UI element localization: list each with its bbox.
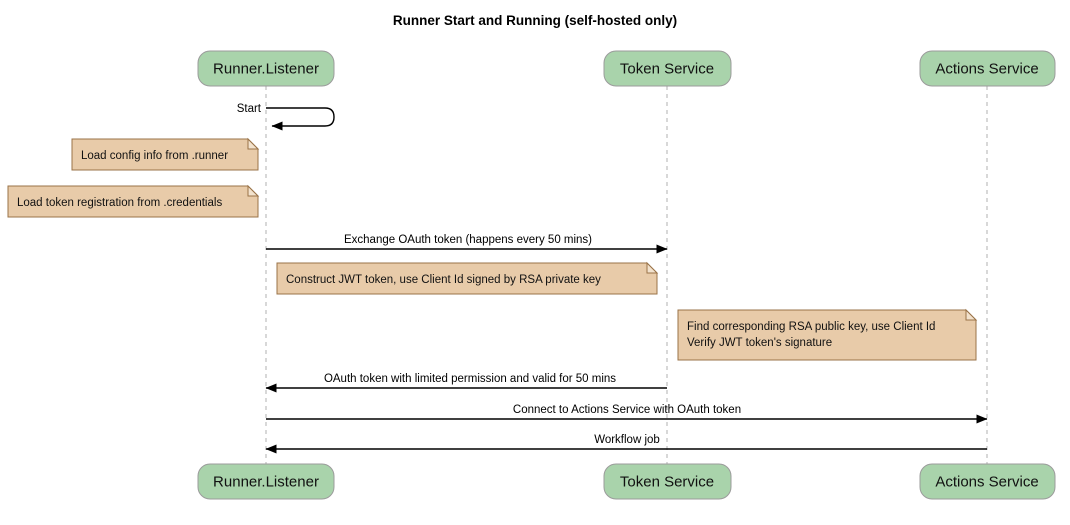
message-exchange-oauth-token[interactable]: Exchange OAuth token (happens every 50 m… [266, 234, 668, 254]
note-fold-icon [646, 261, 659, 274]
participant-label: Token Service [620, 60, 714, 77]
note-fold-icon [247, 137, 260, 150]
note-construct-jwt: Construct JWT token, use Client Id signe… [276, 261, 659, 295]
self-message-path [266, 107, 335, 131]
note-load-token-registration: Load token registration from .credential… [7, 184, 260, 218]
note-load-config: Load config info from .runner [71, 137, 260, 171]
participant-header-token[interactable]: Token Service [603, 50, 732, 87]
message-start[interactable]: Start [237, 103, 335, 131]
note-fold-icon [247, 184, 260, 197]
participant-label: Actions Service [935, 60, 1038, 77]
message-label-workflow-job: Workflow job [594, 434, 660, 446]
participant-footer-actions[interactable]: Actions Service [919, 463, 1056, 500]
participant-box[interactable] [197, 50, 335, 87]
participant-label: Actions Service [935, 473, 1038, 490]
message-label-exchange-oauth-token: Exchange OAuth token (happens every 50 m… [344, 234, 592, 246]
note-text-line: Verify JWT token's signature [687, 337, 832, 349]
message-connect-actions-service[interactable]: Connect to Actions Service with OAuth to… [266, 404, 988, 424]
note-body [276, 262, 658, 295]
participant-box[interactable] [919, 50, 1056, 87]
participant-box[interactable] [603, 50, 732, 87]
note-fold-icon [965, 308, 978, 321]
lifelines [265, 86, 988, 464]
message-workflow-job[interactable]: Workflow job [265, 434, 987, 454]
page-title: Runner Start and Running (self-hosted on… [393, 13, 677, 28]
participant-label: Runner.Listener [213, 60, 319, 77]
participant-box[interactable] [197, 463, 335, 500]
note-text-line: Load token registration from .credential… [17, 197, 222, 209]
participant-header-actions[interactable]: Actions Service [919, 50, 1056, 87]
message-label-connect-actions-service: Connect to Actions Service with OAuth to… [513, 404, 741, 416]
note-verify-jwt: Find corresponding RSA public key, use C… [677, 308, 978, 361]
message-oauth-token-response[interactable]: OAuth token with limited permission and … [265, 373, 667, 393]
participant-footer-runner[interactable]: Runner.Listener [197, 463, 335, 500]
note-body [677, 309, 977, 361]
message-label-oauth-token-response: OAuth token with limited permission and … [324, 373, 616, 385]
participant-header-runner[interactable]: Runner.Listener [197, 50, 335, 87]
note-body [7, 185, 259, 218]
participant-box[interactable] [603, 463, 732, 500]
note-text-line: Load config info from .runner [81, 150, 228, 162]
participant-label: Runner.Listener [213, 473, 319, 490]
participant-box[interactable] [919, 463, 1056, 500]
note-body [71, 138, 259, 171]
note-text-line: Construct JWT token, use Client Id signe… [286, 274, 601, 286]
participant-footer-token[interactable]: Token Service [603, 463, 732, 500]
note-text-line: Find corresponding RSA public key, use C… [687, 321, 935, 333]
message-label-start: Start [237, 103, 262, 115]
participant-label: Token Service [620, 473, 714, 490]
